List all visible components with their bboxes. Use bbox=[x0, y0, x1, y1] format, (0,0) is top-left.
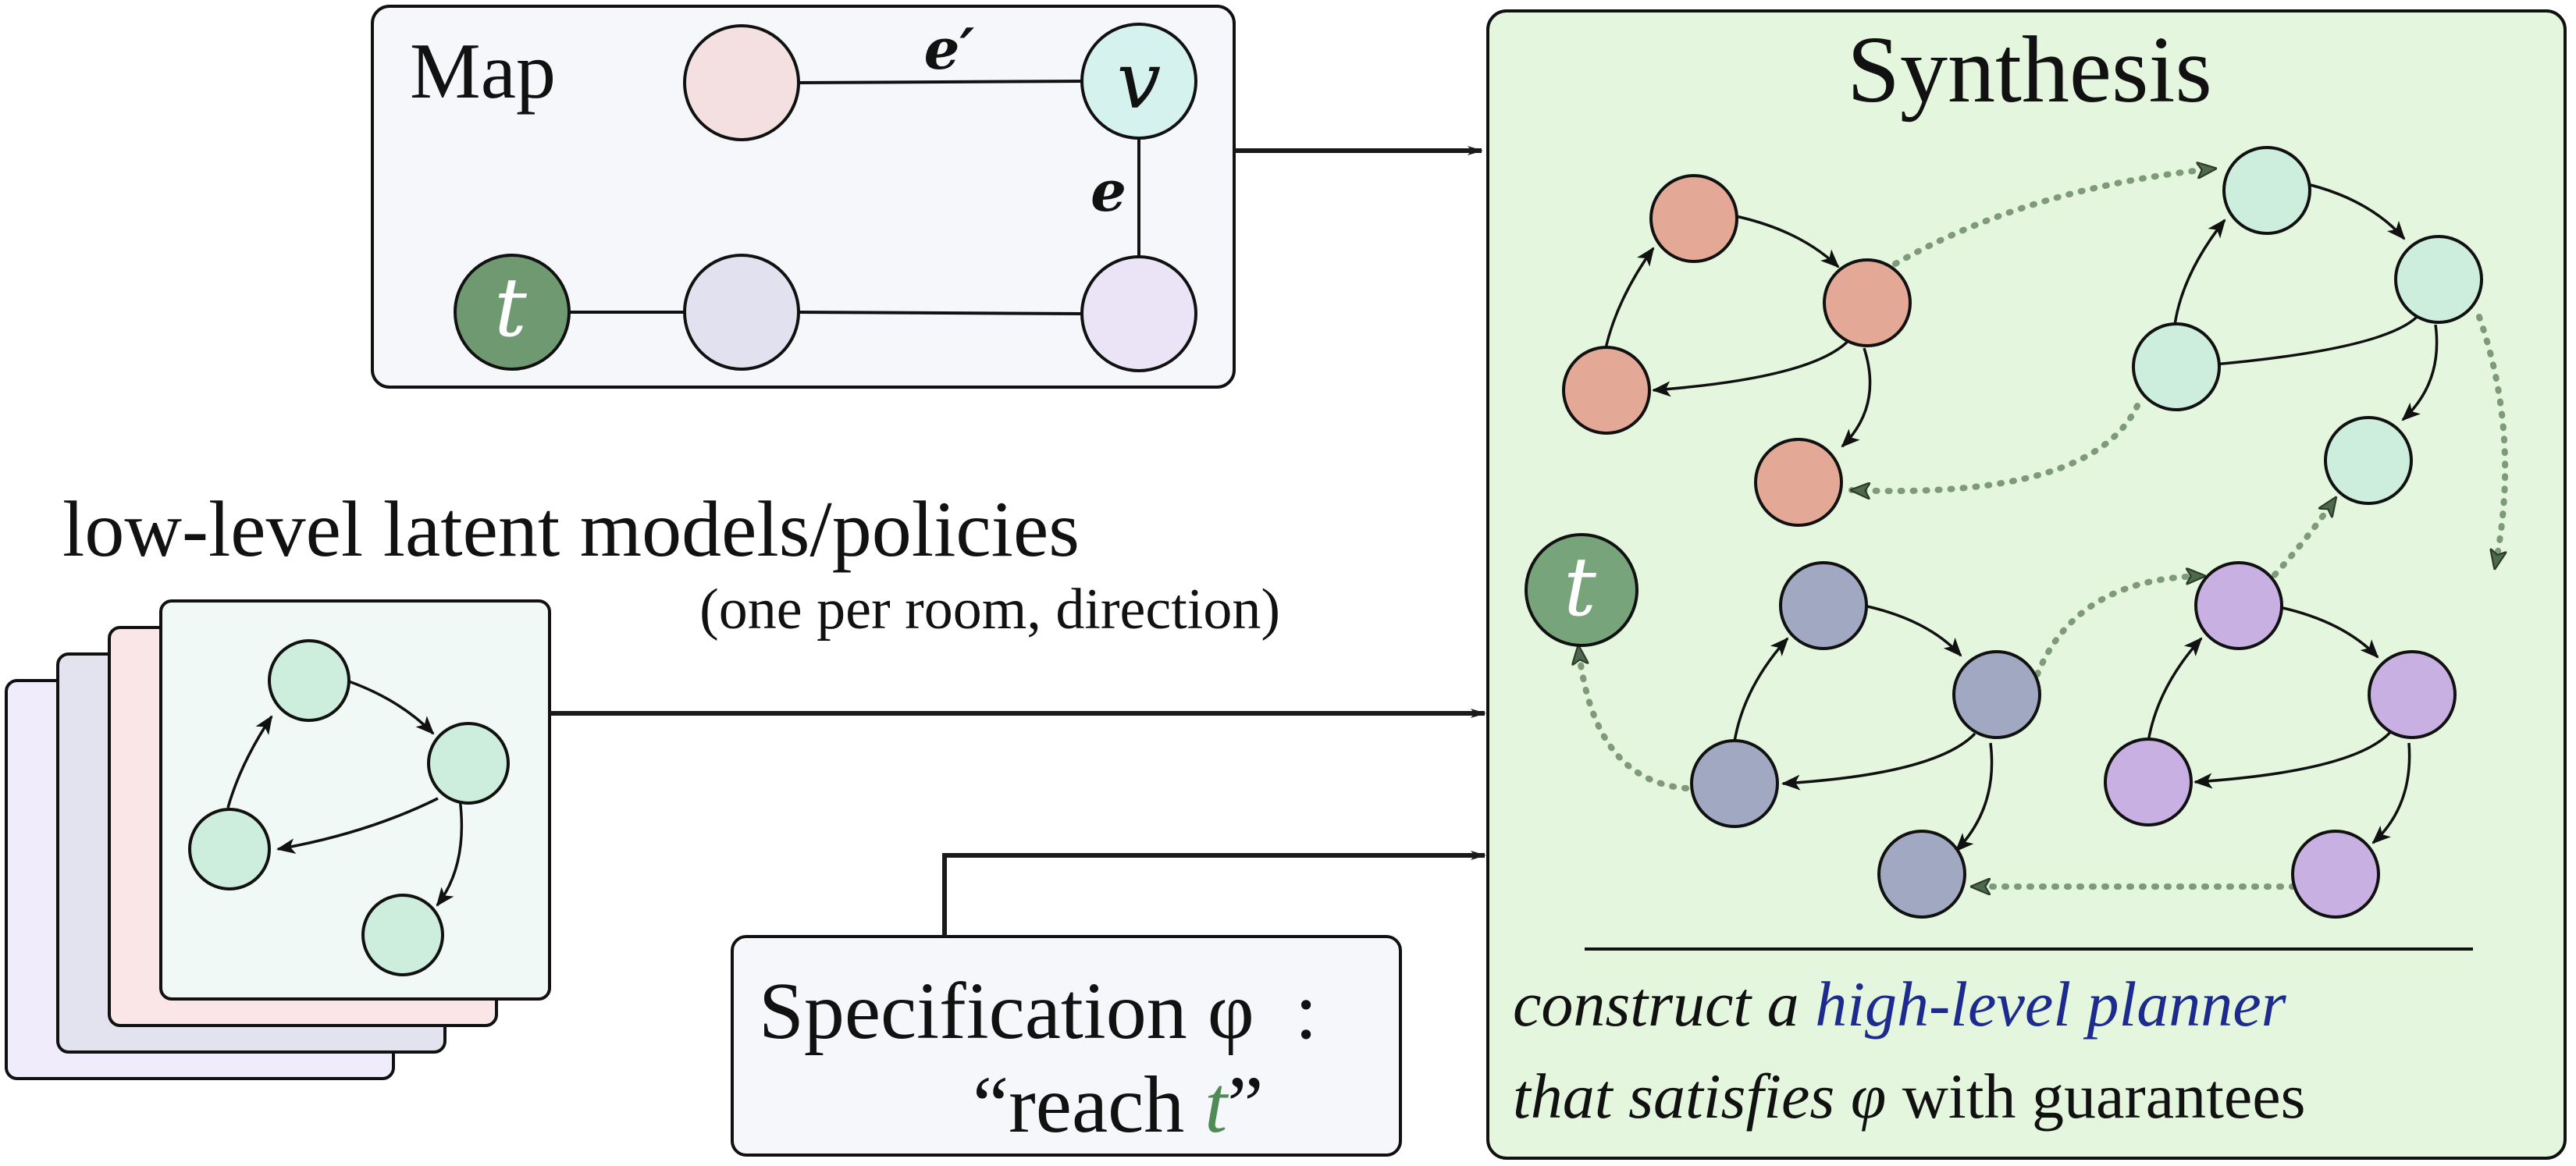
purple-node-3 bbox=[2104, 738, 2193, 827]
purple-node-4 bbox=[2291, 830, 2380, 919]
model-node-b bbox=[427, 722, 510, 805]
green-node-1 bbox=[2222, 146, 2311, 235]
red-node-2 bbox=[1823, 258, 1912, 347]
synthesis-panel: Synthesis bbox=[1486, 9, 2567, 1160]
blue-node-2 bbox=[1952, 650, 2041, 739]
synthesis-target-node bbox=[1525, 533, 1638, 647]
model-card-graph bbox=[226, 679, 464, 907]
caption-line2-tail: with guarantees bbox=[1886, 1061, 2305, 1132]
red-node-1 bbox=[1649, 174, 1738, 263]
caption-line1-highlight: high-level planner bbox=[1815, 969, 2287, 1040]
purple-node-1 bbox=[2194, 561, 2283, 650]
red-node-3 bbox=[1562, 346, 1651, 435]
blue-node-1 bbox=[1779, 561, 1868, 650]
blue-node-3 bbox=[1690, 739, 1779, 828]
map-edge-e-prime-label: e′ bbox=[924, 16, 975, 82]
dotted-green-to-red bbox=[1848, 403, 2140, 491]
blue-node-4 bbox=[1877, 830, 1966, 919]
spec-body-var: t bbox=[1204, 1060, 1229, 1150]
green-node-3 bbox=[2132, 322, 2221, 411]
map-edge-e-prime bbox=[797, 80, 1086, 84]
spec-panel-frame bbox=[731, 935, 1402, 1157]
map-edge-e-label: e bbox=[1091, 158, 1126, 224]
models-subtitle: (one per room, direction) bbox=[699, 578, 1280, 642]
map-edge-blue-purple bbox=[797, 311, 1083, 315]
local-transitions bbox=[1604, 183, 2439, 852]
map-node-t-label: t bbox=[494, 260, 527, 355]
red-node-4 bbox=[1754, 438, 1843, 527]
dotted-blue-to-target bbox=[1578, 643, 1689, 791]
green-node-4 bbox=[2324, 416, 2413, 505]
map-node-v-label: v bbox=[1117, 35, 1162, 126]
model-card-green bbox=[159, 599, 551, 1001]
synthesis-target-label: t bbox=[1564, 539, 1596, 635]
caption-line1-prefix: construct a bbox=[1513, 969, 1815, 1040]
spec-body-suffix: ” bbox=[1227, 1060, 1263, 1150]
models-title: low-level latent models/policies bbox=[62, 485, 1080, 574]
model-node-d bbox=[361, 894, 444, 976]
map-title: Map bbox=[410, 27, 556, 116]
map-panel: Map v t e′ e bbox=[371, 5, 1236, 389]
synthesis-title: Synthesis bbox=[1847, 17, 2212, 123]
map-node-red bbox=[683, 24, 800, 141]
spec-title: Specification φ : bbox=[759, 966, 1318, 1056]
map-panel-frame bbox=[371, 5, 1236, 389]
spec-body: “reach t” bbox=[973, 1060, 1263, 1150]
arrow-spec-to-synthesis bbox=[942, 851, 1486, 937]
map-node-v bbox=[1080, 23, 1197, 140]
spec-body-prefix: “reach bbox=[973, 1060, 1204, 1150]
caption-line2-phi: φ bbox=[1851, 1061, 1886, 1132]
dotted-green-to-purple bbox=[2476, 314, 2509, 568]
caption-line2-italic: that satisfies bbox=[1513, 1061, 1851, 1132]
map-node-purple bbox=[1080, 255, 1197, 372]
model-node-c bbox=[188, 808, 271, 890]
synthesis-caption-line2: that satisfies φ with guarantees bbox=[1513, 1061, 2306, 1132]
dotted-blue-to-purple bbox=[2034, 576, 2208, 677]
spec-panel: Specification φ : “reach t” bbox=[731, 935, 1402, 1157]
synthesis-caption-line1: construct a high-level planner bbox=[1513, 969, 2287, 1040]
green-node-2 bbox=[2394, 235, 2483, 324]
purple-node-2 bbox=[2368, 650, 2457, 739]
map-node-t bbox=[454, 254, 571, 371]
map-node-blue bbox=[683, 254, 800, 371]
model-node-a bbox=[268, 639, 350, 722]
dotted-red-to-green bbox=[1892, 169, 2218, 267]
models-panel: low-level latent models/policies (one pe… bbox=[5, 485, 1280, 1080]
